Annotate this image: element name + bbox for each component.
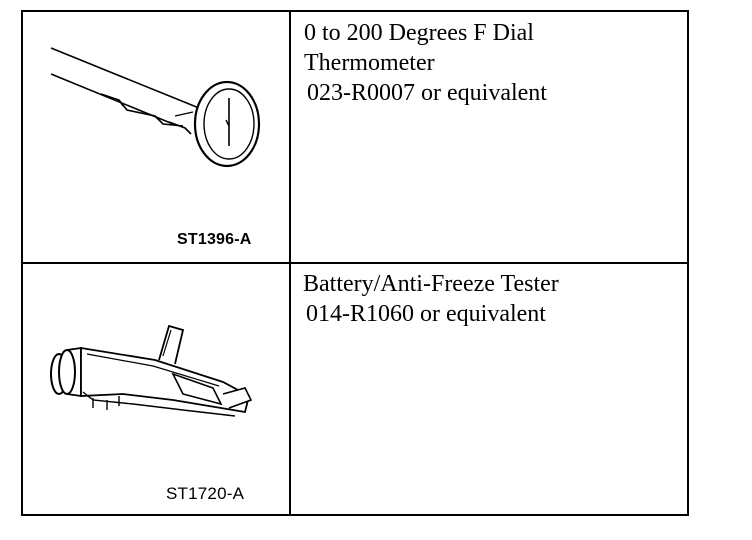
tool-name-line-1: Battery/Anti-Freeze Tester — [303, 271, 559, 297]
battery-antifreeze-tester-icon — [50, 324, 253, 417]
figure-code: ST1396-A — [177, 231, 252, 248]
tool-row-thermometer: ST1396-A 0 to 200 Degrees F Dial Thermom… — [23, 12, 687, 264]
tool-table: ST1396-A 0 to 200 Degrees F Dial Thermom… — [21, 10, 689, 516]
tool-row-tester: ST1720-A Battery/Anti-Freeze Tester 014-… — [23, 264, 687, 514]
tool-name-line-1: 0 to 200 Degrees F Dial — [304, 20, 534, 46]
tool-name-line-2: Thermometer — [304, 50, 435, 76]
part-number: 023-R0007 or equivalent — [307, 80, 547, 106]
part-number: 014-R1060 or equivalent — [306, 301, 546, 327]
dial-thermometer-icon — [50, 47, 261, 168]
description-cell: 0 to 200 Degrees F Dial Thermometer 023-… — [291, 12, 687, 262]
illustration-cell: ST1396-A — [23, 12, 291, 262]
description-cell: Battery/Anti-Freeze Tester 014-R1060 or … — [291, 264, 687, 514]
figure-code: ST1720-A — [166, 484, 245, 503]
illustration-cell: ST1720-A — [23, 264, 291, 514]
tool-description: Battery/Anti-Freeze Tester 014-R1060 or … — [303, 269, 559, 329]
tool-description: 0 to 200 Degrees F Dial Thermometer 023-… — [304, 18, 547, 108]
